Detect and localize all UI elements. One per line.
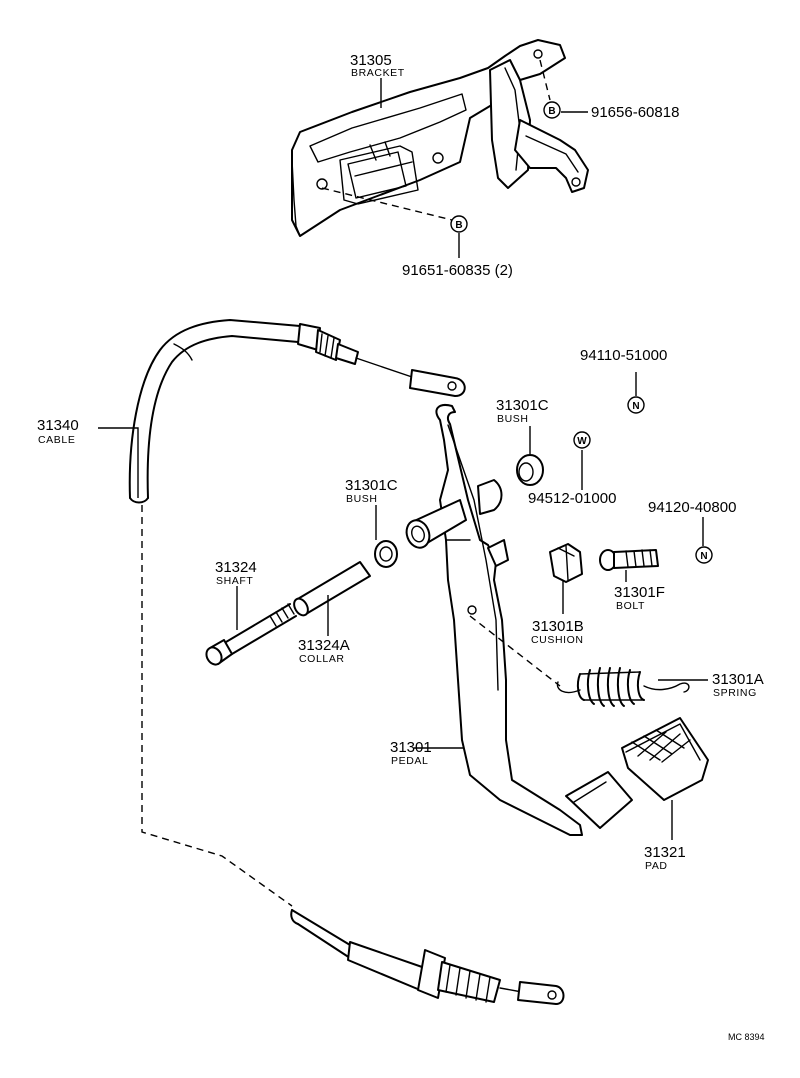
svg-text:31305: 31305 <box>350 52 392 69</box>
svg-text:31301C: 31301C <box>496 397 549 414</box>
svg-text:31301C: 31301C <box>345 477 398 494</box>
label-collar: 31324A COLLAR <box>298 637 350 665</box>
pad-drawing <box>621 717 709 801</box>
svg-text:N: N <box>700 551 707 562</box>
bush-left-drawing <box>374 540 398 568</box>
label-bush-left: 31301C BUSH <box>345 477 398 505</box>
label-bush-right: 31301C BUSH <box>496 397 549 425</box>
cable-lower-drawing <box>290 909 565 1005</box>
label-washer: 94512-01000 <box>528 490 616 507</box>
svg-text:COLLAR: COLLAR <box>299 653 345 665</box>
svg-text:SHAFT: SHAFT <box>216 575 253 587</box>
diagram-code: MC 8394 <box>728 1032 765 1042</box>
bracket-drawing <box>291 39 589 237</box>
spring-drawing <box>556 667 690 707</box>
label-bolt-bracket-top: 91656-60818 <box>591 104 679 121</box>
svg-text:31301F: 31301F <box>614 584 665 601</box>
svg-text:N: N <box>632 401 639 412</box>
nut-right-symbol: N <box>695 546 713 564</box>
bracket-bolt-bottom-dashline <box>321 187 453 221</box>
svg-text:CUSHION: CUSHION <box>531 634 584 646</box>
label-cushion: 31301B CUSHION <box>531 618 584 646</box>
svg-text:BRACKET: BRACKET <box>351 67 405 79</box>
svg-text:SPRING: SPRING <box>713 687 757 699</box>
svg-text:PEDAL: PEDAL <box>391 755 428 767</box>
svg-text:BUSH: BUSH <box>346 493 378 505</box>
label-bolt: 31301F BOLT <box>614 584 665 612</box>
svg-text:B: B <box>455 220 462 231</box>
svg-text:31301A: 31301A <box>712 671 764 688</box>
bush-right-drawing <box>516 454 544 486</box>
bracket-bolt-top-dashline <box>539 59 551 101</box>
svg-text:BUSH: BUSH <box>497 413 529 425</box>
label-bolt-bracket-bottom: 91651-60835 (2) <box>402 262 513 279</box>
svg-text:W: W <box>577 436 587 447</box>
bolt-drawing <box>599 549 659 571</box>
svg-text:BOLT: BOLT <box>616 600 645 612</box>
cushion-drawing <box>549 543 583 583</box>
svg-text:31301B: 31301B <box>532 618 584 635</box>
svg-text:31324A: 31324A <box>298 637 350 654</box>
svg-text:PAD: PAD <box>645 860 668 872</box>
collar-drawing <box>293 561 371 617</box>
label-bracket: 31305 BRACKET <box>350 52 405 79</box>
label-pedal: 31301 PEDAL <box>390 739 432 767</box>
label-cable: 31340 CABLE <box>37 417 79 446</box>
bolt-bracket-bottom-symbol: B <box>450 215 468 233</box>
label-spring: 31301A SPRING <box>712 671 764 699</box>
label-nut-top: 94110-51000 <box>580 347 667 364</box>
label-nut-right: 94120-40800 <box>648 499 736 516</box>
svg-text:31321: 31321 <box>644 844 686 861</box>
leader-lines <box>98 78 708 840</box>
svg-text:31324: 31324 <box>215 559 257 576</box>
svg-text:31301: 31301 <box>390 739 432 756</box>
washer-symbol: W <box>573 431 591 449</box>
cable-drawing <box>128 319 466 504</box>
bolt-bracket-top-symbol: B <box>543 101 561 119</box>
svg-text:B: B <box>548 106 555 117</box>
svg-text:CABLE: CABLE <box>38 434 75 446</box>
label-pad: 31321 PAD <box>644 844 686 872</box>
label-shaft: 31324 SHAFT <box>215 559 257 587</box>
shaft-drawing <box>205 603 297 666</box>
nut-top-symbol: N <box>627 396 645 414</box>
pedal-drawing <box>405 404 633 836</box>
svg-text:31340: 31340 <box>37 417 79 434</box>
